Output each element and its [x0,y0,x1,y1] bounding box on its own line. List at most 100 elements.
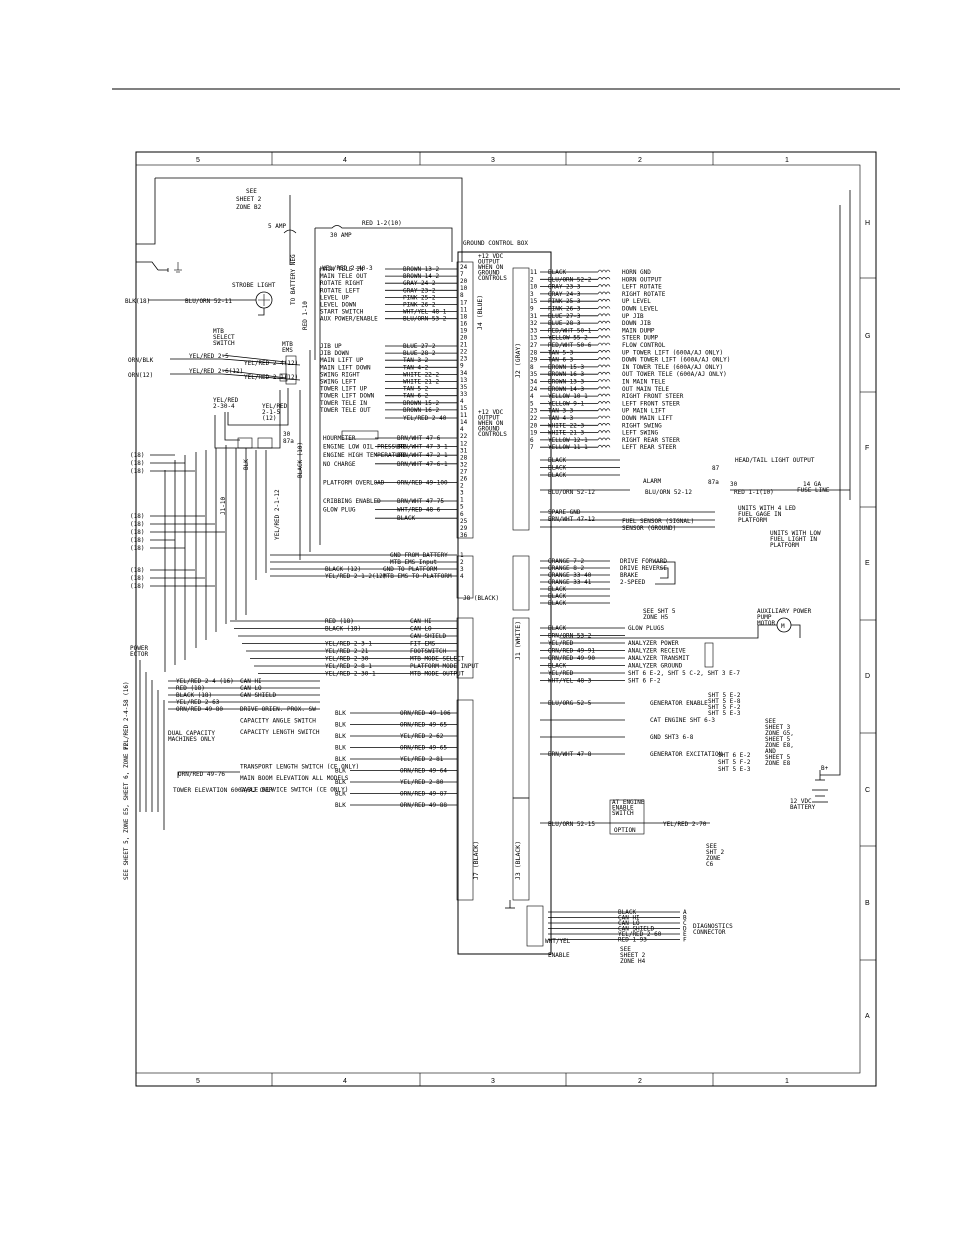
drive-fn-0: DRIVE FORWARD [620,558,667,565]
j1-fn-11: GENERATOR EXCITATION [650,751,723,758]
see-sheet3-line-3: SHEET 5 [765,736,791,743]
j2-pin-24: 7 [530,444,534,451]
j2-wire-label-5: PINK 26-3 [548,306,581,313]
j4-pin-20: 15 [460,405,468,412]
j4-pin-22: 14 [460,419,468,426]
j2-wire-label-2: GRAY 23-3 [548,284,581,291]
drive-label-6: BLACK [548,600,566,607]
j2-wire-fn-5: DOWN LEVEL [622,306,659,313]
can-fn-6: PLATFORM MODE INPUT [410,663,479,670]
zone-bottom-4: 4 [343,1078,347,1085]
j4-pin-34: 5 [460,504,464,511]
top-battery-wire [155,177,463,262]
gen-enable-ref-3: SHT 5 E-3 [708,710,741,717]
j4-wire-label-13: WHITE 21-2 [403,379,440,386]
j2-pin-11: 28 [530,349,538,356]
mtb-select-line-2: SWITCH [213,340,235,347]
engine-switch-box [609,799,645,835]
j4-wire-fn-7: AUX POWER/ENABLE [320,316,378,323]
gen-excit-ref-1: SHT 5 F-2 [718,759,751,766]
j4-pin-36: 25 [460,518,468,525]
diag-label-4: YEL/RED 2-60 [618,931,662,938]
j4-wire-label-0: BROWN 13-2 [403,266,440,273]
see-sht2-line-2: ZONE [706,855,721,862]
diag-enable-label: ENABLE [548,952,570,959]
drive-fn-3: 2-SPEED [620,579,646,586]
j4-wire-label-9: BLUE 28-2 [403,350,436,357]
relay-87a-label: 87a [708,479,719,486]
diag-see-sheet2-2: ZONE H4 [620,958,646,965]
j4-wire-label-11: TAN 4-2 [403,364,429,371]
j2-wire-label-20: TAN 4-3 [548,415,574,422]
j4-pin-14: 9 [460,363,464,370]
mtb-ems-line-1: EMS [282,347,293,354]
j4-pin-17: 35 [460,384,468,391]
drive-label-3: ORANGE 33-41 [548,579,592,586]
can-label-1: BLACK (18) [325,626,361,633]
j2-coil-18 [597,401,611,405]
power-connector-line-0: POWER [130,645,148,652]
j1-fn-9: CAT ENGINE SHT 6-3 [650,717,715,724]
left-edge-label-3: (18) [130,513,144,520]
fuse-30amp-wire [315,225,453,262]
j4-wire-label-18: YEL/RED 2-40 [403,415,447,422]
j2-coil-15 [597,379,611,383]
drive-label-1: ORANGE 8-2 [548,565,585,572]
dual-capacity-line-0: DUAL CAPACITY [168,730,215,737]
blu-orn-52-11-label: BLU/ORN 52-11 [185,298,232,305]
j1-label-4: ORN/RED 49-90 [548,655,595,662]
zone-right-C: C [865,787,870,794]
fuse-5amp-label: 5 AMP [268,223,286,230]
zone-bottom-5: 5 [196,1078,200,1085]
j4-lower-fn-1: ENGINE LOW OIL PRESSURE [323,444,406,451]
yel-red-b-label: YEL/RED 2-6(12) [189,368,243,375]
j2-coil-21 [597,423,611,426]
mtb-ems-line-0: MTB [282,341,293,348]
j1-label-5: BLACK [548,663,566,670]
input-mid-line-3: GROUND [478,426,500,433]
see-sheet3-line-1: SHEET 3 [765,724,791,731]
see-sheet-label: SEE [246,188,257,195]
diag-label-3: CAN SHIELD [618,926,655,933]
relay-block-left [237,437,253,449]
j4-pin-18: 33 [460,391,468,398]
j4-pin-4: 8 [460,292,464,299]
see-sheet3-line-4: ZONE E8, [765,742,794,749]
j8-pin-3: 4 [460,573,464,580]
mtb-ems-switch [285,355,297,385]
j7-blk-2: BLK [335,733,346,740]
zone-right-H: H [865,220,870,227]
diag-label-5: RED 1-93 [618,937,647,944]
j4-wire-label-16: BROWN 15-2 [403,400,440,407]
diag-label-1: CAN HI [618,915,640,922]
motor-m-icon: M [781,623,785,630]
j2-wire-fn-15: IN MAIN TELE [622,379,666,386]
j2-wire-label-4: PINK 25-3 [548,298,581,305]
j7-blk-8: BLK [335,802,346,809]
j4-pin-30: 26 [460,476,468,483]
see-sht2-line-1: SHT 2 [706,849,724,856]
connector-drive [512,555,530,611]
j2-coil-11 [597,350,611,353]
j7-label-3: ORN/RED 49-65 [400,745,447,752]
j4-pin-12: 22 [460,349,468,356]
j1-label-11: BRN/WHT 47-8 [548,751,592,758]
j2-wire-label-21: WHITE 22-3 [548,422,585,429]
j4-pin-31: 2 [460,483,464,490]
left-edge-label-0: (18) [130,452,144,459]
j7-fn-1: CAPACITY ANGLE SWITCH [240,718,316,725]
j4-wire-fn-10: MAIN LIFT UP [320,357,364,364]
j4-pin-0: 24 [460,264,468,271]
j1-label-6: YEL/RED [548,670,574,677]
j2-black-label-2: BLACK [548,472,566,479]
j4-wire-label-5: PINK 26-2 [403,302,436,309]
j1-fn-10: GND SHT3 6-8 [650,734,694,741]
j1-label-0: BLACK [548,625,566,632]
